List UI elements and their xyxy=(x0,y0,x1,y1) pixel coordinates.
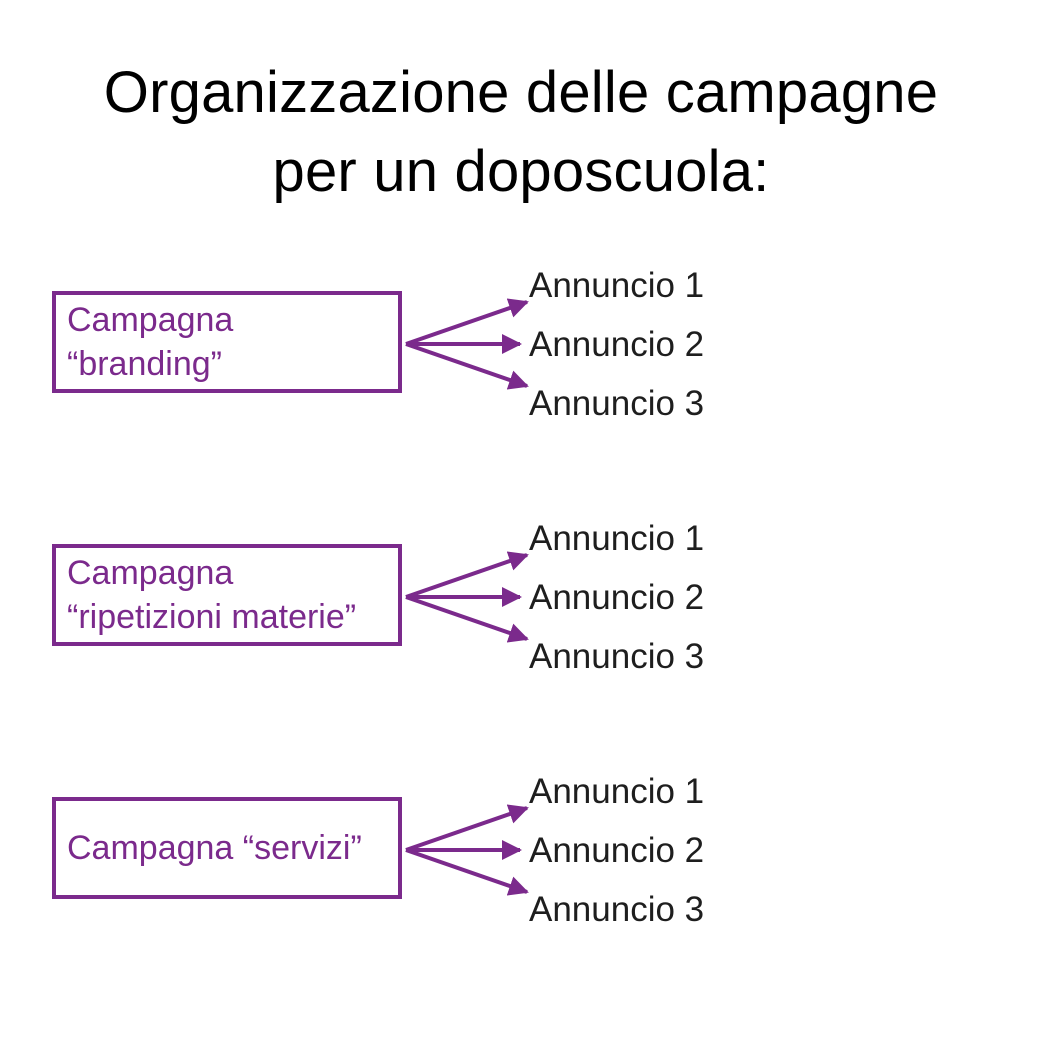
ad-label: Annuncio 3 xyxy=(529,384,705,423)
ad-label: Annuncio 2 xyxy=(529,831,705,870)
diagram-title-line-2: per un doposcuola: xyxy=(272,139,770,204)
diagram-title-line-1: Organizzazione delle campagne xyxy=(103,60,939,125)
arrow-3 xyxy=(405,848,529,896)
campaign-box: Campagna “servizi” xyxy=(52,797,402,899)
arrow-3 xyxy=(405,342,529,390)
ad-label: Annuncio 1 xyxy=(529,519,705,558)
campaign-group: Campagna “ripetizioni materie” Annuncio 1 A… xyxy=(0,517,1042,677)
campaign-label-line: Campagna xyxy=(67,554,234,592)
campaign-box: Campagna “branding” xyxy=(52,291,402,393)
arrows xyxy=(405,298,529,390)
ad-label: Annuncio 3 xyxy=(529,637,705,676)
arrows xyxy=(405,804,529,896)
ad-label: Annuncio 1 xyxy=(529,772,705,811)
campaign-box: Campagna “ripetizioni materie” xyxy=(52,544,402,646)
campaign-group: Campagna “branding” Annuncio 1 Annuncio 2 An… xyxy=(0,264,1042,424)
arrows xyxy=(405,551,529,643)
ad-label: Annuncio 1 xyxy=(529,266,705,305)
campaign-label-line: Campagna xyxy=(67,301,234,339)
campaign-label-line: “branding” xyxy=(67,345,222,383)
campaign-label-line: “ripetizioni materie” xyxy=(67,598,357,636)
ad-label: Annuncio 2 xyxy=(529,325,705,364)
arrow-1 xyxy=(405,298,529,346)
arrow-1 xyxy=(405,804,529,852)
arrow-3 xyxy=(405,595,529,643)
ad-label: Annuncio 3 xyxy=(529,890,705,929)
campaign-group: Campagna “servizi” Annuncio 1 Annuncio 2 An… xyxy=(0,770,1042,930)
campaign-label-line: Campagna “servizi” xyxy=(67,829,362,867)
ad-label: Annuncio 2 xyxy=(529,578,705,617)
arrow-1 xyxy=(405,551,529,599)
